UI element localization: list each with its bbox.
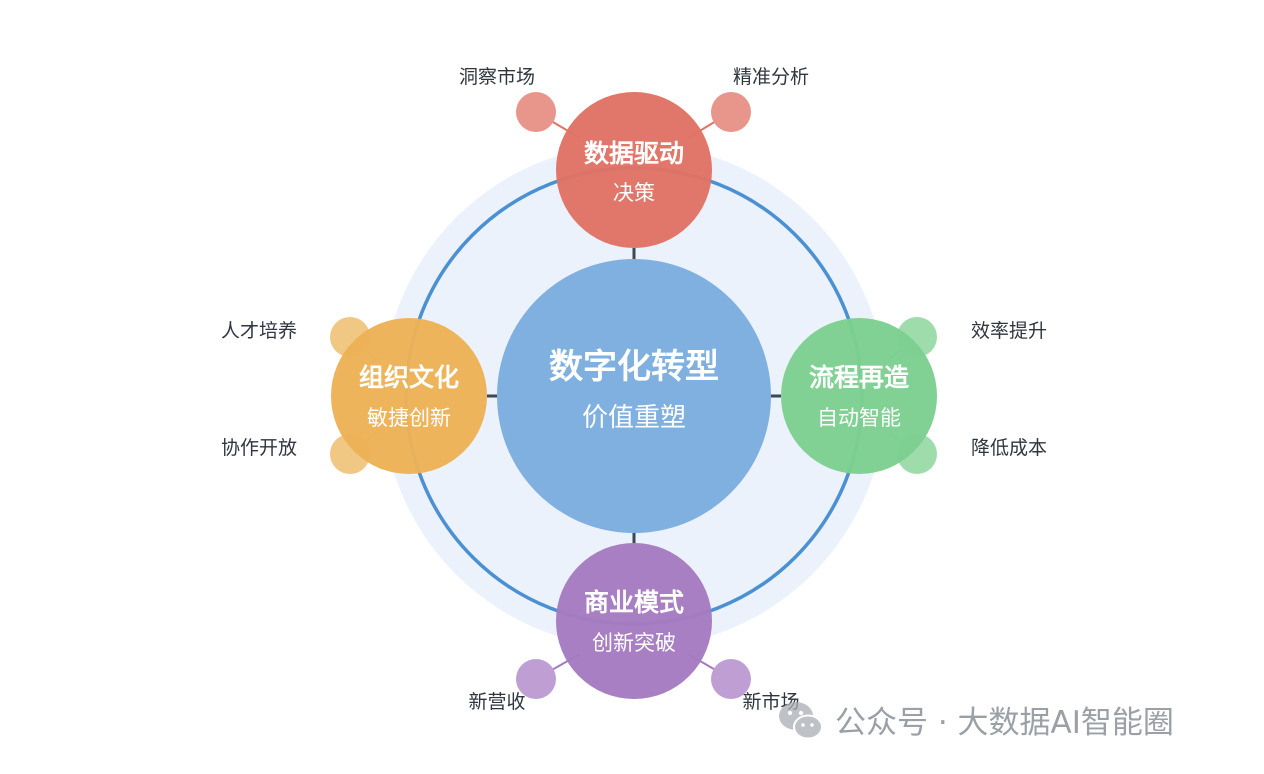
center-subtitle: 价值重塑 <box>582 403 686 433</box>
satellite-dot <box>711 92 751 132</box>
wechat-icon <box>779 702 823 740</box>
center-title: 数字化转型 <box>549 347 719 387</box>
node-data-driven: 数据驱动 决策 <box>556 92 712 248</box>
satellite-dots <box>330 92 937 699</box>
satellite-dot <box>516 659 556 699</box>
connectors <box>487 248 781 543</box>
watermark-text: 公众号 · 大数据AI智能圈 <box>835 705 1174 741</box>
satellite-label-talent: 人才培养 <box>221 320 297 342</box>
satellite-dot <box>711 659 751 699</box>
watermark: 公众号 · 大数据AI智能圈 <box>779 702 1174 741</box>
node-business-model-subtitle: 创新突破 <box>592 631 676 655</box>
satellite-label-cost-reduction: 降低成本 <box>971 437 1047 459</box>
node-organizational-culture-title: 组织文化 <box>359 363 459 392</box>
node-data-driven-subtitle: 决策 <box>613 181 655 205</box>
satellite-label-new-revenue: 新营收 <box>468 691 525 713</box>
node-data-driven-circle <box>556 92 712 248</box>
satellite-label-precise-analysis: 精准分析 <box>733 66 809 88</box>
node-business-model: 商业模式 创新突破 <box>556 543 712 699</box>
node-process-reengineering: 流程再造 自动智能 <box>781 318 937 474</box>
satellite-label-insight-market: 洞察市场 <box>459 66 535 88</box>
node-process-reengineering-circle <box>781 318 937 474</box>
satellite-label-efficiency: 效率提升 <box>971 320 1047 342</box>
node-business-model-circle <box>556 543 712 699</box>
node-process-reengineering-title: 流程再造 <box>809 363 909 392</box>
satellite-label-collaboration: 协作开放 <box>221 437 297 459</box>
node-organizational-culture: 组织文化 敏捷创新 <box>331 318 487 474</box>
node-process-reengineering-subtitle: 自动智能 <box>817 406 901 430</box>
node-data-driven-title: 数据驱动 <box>584 139 684 168</box>
node-business-model-title: 商业模式 <box>584 588 684 617</box>
center-circle <box>497 259 771 533</box>
node-organizational-culture-subtitle: 敏捷创新 <box>367 406 451 430</box>
satellite-dot <box>516 92 556 132</box>
node-organizational-culture-circle <box>331 318 487 474</box>
